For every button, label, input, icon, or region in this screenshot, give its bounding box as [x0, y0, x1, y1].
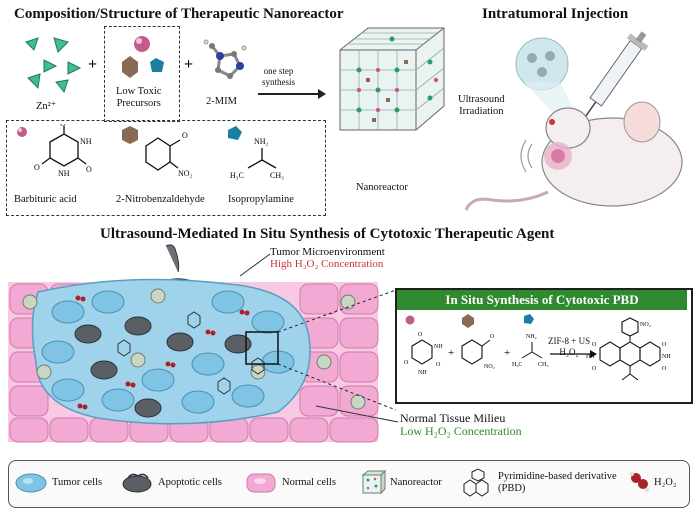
- svg-text:O: O: [34, 163, 40, 172]
- tumor-microenv-line1: Tumor Microenvironment: [270, 246, 385, 258]
- apoptotic-cell-icon: [122, 473, 152, 493]
- svg-text:O: O: [404, 360, 409, 366]
- pbd-reagent-label: ZIF-8 + US H₂O₂: [548, 336, 590, 358]
- svg-text:NH: NH: [434, 344, 443, 350]
- legend-label-apoptotic: Apoptotic cells: [158, 477, 222, 488]
- ultrasound-label-line1: Ultrasound: [458, 94, 505, 105]
- precursor-name-1: Barbituric acid: [14, 194, 77, 205]
- svg-text:NH: NH: [58, 169, 70, 178]
- barbituric-acid-structure: O NH NH O O: [17, 124, 92, 178]
- tumor-microenv-line2: High H₂O₂ Concentration: [270, 258, 384, 270]
- mouse-injection-illustration: [464, 31, 683, 211]
- svg-text:H₃C: H₃C: [230, 171, 244, 180]
- pbd-icon: [463, 468, 489, 497]
- isopropylamine-structure: NH₂ H₃C CH₃: [228, 126, 284, 180]
- normal-tissue-line1: Normal Tissue Milieu: [400, 411, 506, 425]
- synthesis-label-line2: synthesis: [262, 77, 296, 87]
- svg-text:O: O: [662, 342, 667, 348]
- svg-text:O: O: [182, 131, 188, 140]
- legend-label-normal: Normal cells: [282, 477, 336, 488]
- svg-text:NH₂: NH₂: [254, 137, 269, 146]
- svg-text:O: O: [436, 362, 441, 368]
- svg-text:NH: NH: [80, 137, 92, 146]
- normal-tissue-label: Normal Tissue Milieu Low H₂O₂ Concentrat…: [400, 412, 522, 438]
- nanoreactor-icon: [361, 470, 386, 495]
- legend-label-tumor: Tumor cells: [52, 477, 103, 488]
- normal-tissue-line2: Low H₂O₂ Concentration: [400, 424, 522, 438]
- precursor-name-2: 2-Nitrobenzaldehyde: [116, 194, 205, 205]
- pbd-reagent-line2: H₂O₂: [559, 347, 579, 357]
- normal-cell-icon: [246, 473, 276, 493]
- tissue-block-illustration: [8, 278, 379, 443]
- precursor-icons: [122, 36, 164, 78]
- plus-sign: +: [88, 56, 98, 73]
- ultrasound-label: Ultrasound Irradiation: [458, 94, 505, 118]
- svg-text:NO₂: NO₂: [484, 364, 495, 370]
- svg-text:+: +: [448, 347, 454, 359]
- svg-text:O: O: [592, 366, 597, 372]
- svg-text:O: O: [418, 332, 423, 338]
- precursor-name-3: Isopropylamine: [228, 194, 294, 205]
- legend-label-h2o2: H₂O₂: [654, 477, 677, 488]
- mim-label: 2-MIM: [206, 96, 237, 107]
- mim-molecule-icon: [203, 39, 247, 79]
- svg-text:O: O: [592, 342, 597, 348]
- precursors-detail-box: [6, 120, 326, 216]
- synthesis-arrow: [258, 89, 326, 99]
- precursors-box: [104, 26, 180, 122]
- svg-text:O: O: [86, 165, 92, 174]
- tumor-microenv-pointer: [239, 253, 271, 277]
- plus-sign-2: +: [184, 56, 194, 73]
- pbd-panel-header: In Situ Synthesis of Cytotoxic PBD: [397, 290, 687, 310]
- nanoreactor-label: Nanoreactor: [356, 182, 408, 193]
- tumor-cell-icon: [15, 473, 47, 493]
- legend: [8, 460, 690, 508]
- svg-text:NO₂: NO₂: [640, 322, 651, 328]
- svg-text:HN: HN: [586, 354, 595, 360]
- zn-ion-icons: [25, 37, 82, 94]
- tumor-microenv-label: Tumor Microenvironment High H₂O₂ Concent…: [270, 246, 385, 270]
- composition-title: Composition/Structure of Therapeutic Nan…: [14, 6, 344, 22]
- svg-text:O: O: [60, 124, 66, 128]
- h2o2-icon: [630, 472, 649, 492]
- legend-label-pbd: Pyrimidine-based derivative (PBD): [498, 471, 617, 494]
- zn-label: Zn²⁺: [36, 101, 57, 112]
- svg-text:NH: NH: [418, 370, 427, 376]
- middle-title: Ultrasound-Mediated In Situ Synthesis of…: [100, 226, 555, 242]
- ultrasound-label-line2: Irradiation: [459, 106, 504, 117]
- synthesis-arrow-label: one step synthesis: [262, 66, 295, 88]
- svg-text:+: +: [504, 347, 510, 359]
- svg-text:NH₂: NH₂: [526, 334, 537, 340]
- svg-text:CH₃: CH₃: [270, 171, 284, 180]
- pbd-reaction-scheme: O NH NH O O + O NO₂ + NH₂ H₃C CH₃ NO₂ O O O O N…: [404, 314, 671, 381]
- precursors-label-line2: Precursors: [116, 98, 161, 109]
- svg-text:H₃C: H₃C: [512, 362, 522, 368]
- precursors-label-line1: Low Toxic: [116, 86, 162, 97]
- svg-text:NH: NH: [662, 354, 671, 360]
- injection-title: Intratumoral Injection: [482, 6, 629, 22]
- legend-label-nanoreactor: Nanoreactor: [390, 477, 442, 488]
- svg-text:CH₃: CH₃: [538, 362, 548, 368]
- pbd-reagent-line1: ZIF-8 + US: [548, 336, 591, 346]
- svg-text:O: O: [662, 366, 667, 372]
- synthesis-label-line1: one step: [263, 66, 294, 76]
- normal-tissue-pointer: [315, 405, 399, 423]
- zoom-connector-lines: [277, 289, 397, 411]
- svg-text:NO₂: NO₂: [178, 169, 193, 178]
- precursors-label: Low Toxic Precursors: [116, 86, 161, 110]
- nitrobenzaldehyde-structure: O NO₂: [122, 126, 193, 178]
- svg-text:O: O: [490, 334, 495, 340]
- nanoreactor-cube-icon: [339, 27, 445, 131]
